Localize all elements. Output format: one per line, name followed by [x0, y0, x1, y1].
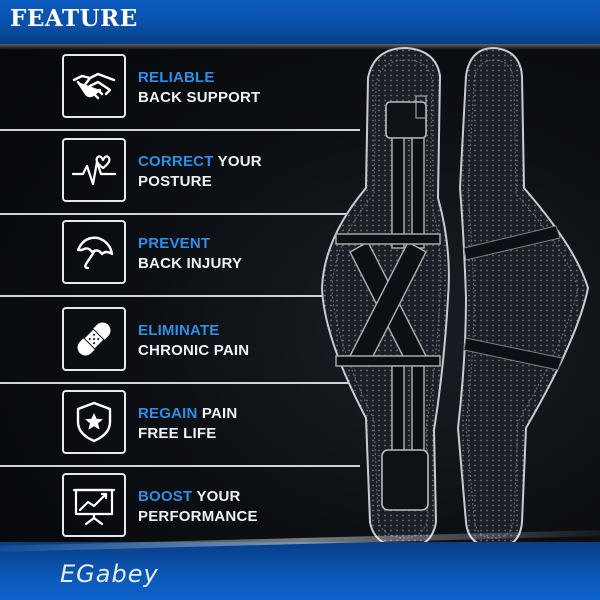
- feature-accent: CORRECT: [138, 153, 214, 170]
- header-band: FEATURE: [0, 0, 600, 50]
- presentation-chart-icon: [62, 473, 126, 537]
- handshake-icon: [62, 54, 126, 118]
- feature-text: REGAIN PAIN FREE LIFE: [138, 404, 237, 444]
- feature-accent: REGAIN: [138, 405, 198, 422]
- feature-line2: POSTURE: [138, 173, 212, 190]
- feature-line2: PERFORMANCE: [138, 508, 258, 525]
- feature-rest: PAIN: [197, 405, 238, 422]
- brand-logo: EGabey: [60, 560, 159, 588]
- feature-accent: BOOST: [138, 488, 193, 505]
- heartbeat-icon: [62, 138, 126, 202]
- feature-text: CORRECT YOUR POSTURE: [138, 152, 262, 192]
- feature-text: BOOST YOUR PERFORMANCE: [138, 487, 258, 527]
- page-title: FEATURE: [10, 5, 138, 32]
- feature-item-regain: REGAIN PAIN FREE LIFE: [0, 390, 360, 470]
- divider: [0, 382, 360, 384]
- bandage-icon: [62, 307, 126, 371]
- footer-band: EGabey: [0, 542, 600, 600]
- feature-rest: YOUR: [213, 153, 262, 170]
- feature-line2: BACK INJURY: [138, 255, 243, 272]
- feature-line2: CHRONIC PAIN: [138, 342, 250, 359]
- umbrella-icon: [62, 220, 126, 284]
- feature-item-reliable: RELIABLE BACK SUPPORT: [0, 54, 360, 134]
- feature-line2: FREE LIFE: [138, 425, 217, 442]
- feature-line2: BACK SUPPORT: [138, 89, 261, 106]
- divider: [0, 465, 360, 467]
- feature-accent: ELIMINATE: [138, 322, 220, 339]
- feature-text: PREVENT BACK INJURY: [138, 234, 242, 274]
- back-brace-illustration: [316, 38, 600, 558]
- feature-accent: PREVENT: [138, 235, 211, 252]
- divider: [0, 129, 360, 131]
- divider: [0, 213, 360, 215]
- shield-star-icon: [62, 390, 126, 454]
- feature-text: ELIMINATE CHRONIC PAIN: [138, 321, 249, 361]
- feature-item-prevent: PREVENT BACK INJURY: [0, 220, 360, 300]
- feature-text: RELIABLE BACK SUPPORT: [138, 68, 260, 108]
- feature-item-correct: CORRECT YOUR POSTURE: [0, 138, 360, 218]
- divider: [0, 295, 360, 297]
- feature-accent: RELIABLE: [138, 69, 215, 86]
- feature-rest: YOUR: [192, 488, 241, 505]
- feature-item-eliminate: ELIMINATE CHRONIC PAIN: [0, 307, 360, 387]
